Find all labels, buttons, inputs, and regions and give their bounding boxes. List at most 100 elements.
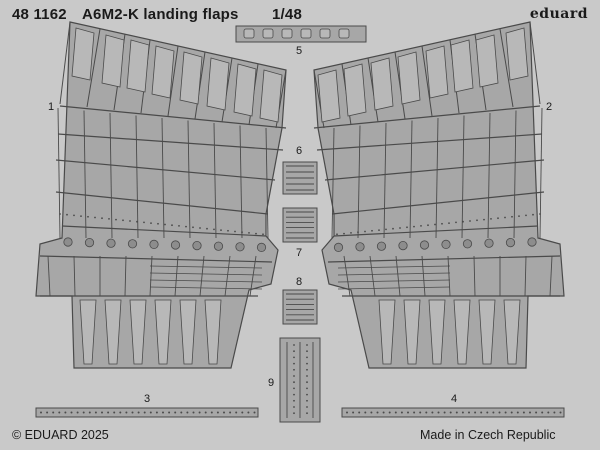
rivet [149,411,152,414]
part-number-9: 9 [268,377,275,389]
part-number-5: 5 [296,45,303,57]
rivet [101,217,103,220]
lower-finger [403,299,421,365]
frame-part-8 [282,289,318,325]
rivet [497,217,499,220]
rib-line [529,21,541,105]
rivet [419,411,422,414]
rivet [511,215,513,218]
rivet [441,222,443,225]
rivet [192,411,195,414]
cell-divider [109,112,113,239]
lower-finger [179,299,197,365]
rivet [73,214,75,217]
finger-panel [259,69,283,123]
rivet [293,387,295,390]
rivet [370,411,373,414]
rivet [125,411,128,414]
rivet [518,215,520,218]
rivet [40,411,42,414]
rivet [352,411,355,414]
product-scale: 1/48 [272,6,302,23]
rivet [474,411,477,414]
lightening-hole [170,240,181,250]
rivet [155,411,158,414]
cell-divider [47,255,51,297]
rivet [66,213,68,216]
rivet [461,411,464,414]
rivet [186,411,189,414]
rivet [162,411,164,414]
lower-finger [503,299,521,365]
hinge-tab [300,28,312,39]
rivet [346,411,348,414]
cell-divider [395,255,401,297]
rivet [306,412,308,415]
rib-line [59,21,71,105]
rivet [306,381,308,384]
rivet [364,230,366,233]
rivet [46,411,49,414]
rivet [490,218,492,220]
cell-divider [249,255,257,297]
part-number-6: 6 [296,145,303,157]
rivet [174,411,177,414]
rivet [129,220,131,222]
rivet [306,406,308,408]
rivet [306,375,308,377]
rivet [510,411,513,414]
rivet [52,411,55,414]
rivet [425,411,428,414]
rivet [119,411,122,414]
cell-divider [149,255,153,297]
rivet [553,411,556,414]
rivet [406,226,408,229]
country-of-origin: Made in Czech Republic [420,428,556,442]
part-number-2: 2 [546,101,553,113]
lightening-hole [505,238,516,248]
cell-divider [199,255,205,297]
rivet [122,219,124,222]
rivet [199,227,201,229]
small-parts [35,25,565,423]
rivet [235,411,238,414]
rivet [180,411,183,414]
rib-line [421,45,433,117]
rivet [504,411,507,414]
cell-divider [369,255,376,297]
slat-line [149,279,263,283]
rib-line [86,28,101,108]
lower-finger [453,299,471,365]
part-number-8: 8 [296,276,303,288]
rivet [529,411,531,414]
frame-part-7 [282,207,318,243]
cell-divider [409,120,413,239]
part-number-1: 1 [48,101,55,113]
rivet [94,216,96,219]
lightening-hole [441,239,451,249]
rivet [113,411,116,414]
lightening-hole [149,239,159,249]
rivet [385,228,387,231]
hinge-tab [338,28,350,39]
rivet [399,227,401,229]
cell-divider [461,115,465,239]
rivet [559,411,562,414]
cell-divider [549,255,553,297]
rivet [210,411,213,414]
rivet [164,223,166,226]
rivet [407,411,409,414]
rivet [413,225,415,228]
rivet [371,229,373,232]
cell-divider [331,127,335,239]
cell-divider [539,107,543,239]
cell-divider [73,255,76,297]
cell-divider [239,125,243,239]
rivet [143,221,145,224]
lower-finger [129,299,147,365]
lightening-hole [84,238,95,248]
lightening-hole [376,241,387,251]
lightening-hole [192,241,202,251]
rivet [234,230,236,233]
lightening-hole [355,242,365,252]
